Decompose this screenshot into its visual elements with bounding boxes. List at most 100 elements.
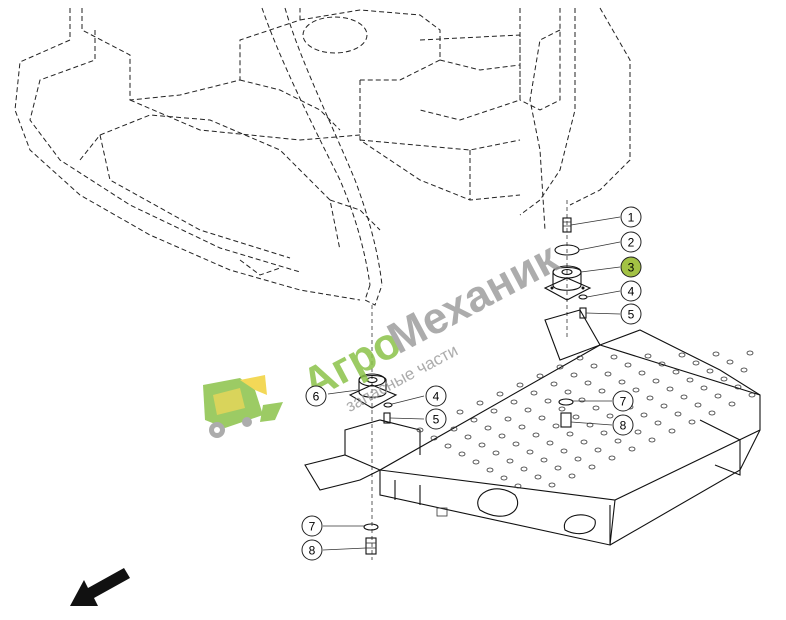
perforation-hole <box>678 352 686 358</box>
perforation-hole <box>544 398 552 404</box>
perforation-hole <box>564 389 572 395</box>
cab-pillar <box>261 7 383 306</box>
perforation-hole <box>560 448 568 454</box>
callout-label: 5 <box>628 308 635 322</box>
perforation-hole <box>588 464 596 470</box>
perforation-hole <box>504 416 512 422</box>
perforation-hole <box>514 483 522 489</box>
perforation-hole <box>634 429 642 435</box>
callout-2: 2 <box>620 231 642 253</box>
perforation-hole <box>604 371 612 377</box>
perforation-hole <box>546 440 554 446</box>
callout-4: 4 <box>620 280 642 302</box>
perforation-hole <box>516 382 524 388</box>
perforation-hole <box>548 482 556 488</box>
perforation-hole <box>472 459 480 465</box>
perforation-hole <box>578 397 586 403</box>
perforation-hole <box>590 363 598 369</box>
callout-label: 8 <box>620 419 627 433</box>
perforation-hole <box>534 474 542 480</box>
perforation-hole <box>486 467 494 473</box>
perforation-hole <box>450 426 458 432</box>
perforation-hole <box>506 458 514 464</box>
perforation-hole <box>416 427 424 433</box>
callout-circle <box>301 515 323 537</box>
perforation-hole <box>646 395 654 401</box>
perforation-hole <box>592 405 600 411</box>
perforation-hole <box>520 466 528 472</box>
perforation-hole <box>552 423 560 429</box>
perforation-hole <box>694 402 702 408</box>
perforation-hole <box>566 431 574 437</box>
perforation-hole <box>540 457 548 463</box>
perforation-hole <box>558 406 566 412</box>
perforation-hole <box>484 425 492 431</box>
callout-5: 5 <box>620 303 642 325</box>
perforation-hole <box>444 443 452 449</box>
perforation-hole <box>492 450 500 456</box>
perforation-hole <box>554 465 562 471</box>
perforation-hole <box>680 394 688 400</box>
callout-circle <box>301 539 323 561</box>
callout-7: 7 <box>612 390 634 412</box>
callout-1: 1 <box>620 206 642 228</box>
perforation-hole <box>692 360 700 366</box>
perforation-hole <box>458 451 466 457</box>
perforation-hole <box>518 424 526 430</box>
callout-label: 2 <box>628 236 635 250</box>
right-mount-assembly <box>543 200 621 340</box>
perforation-hole <box>708 410 716 416</box>
perforation-hole <box>654 420 662 426</box>
perforation-hole <box>606 413 614 419</box>
cab-outline <box>14 7 631 301</box>
perforation-hole <box>574 456 582 462</box>
perforation-hole <box>648 437 656 443</box>
perforation-hole <box>644 353 652 359</box>
perforation-hole <box>584 380 592 386</box>
perforation-hole <box>706 368 714 374</box>
perforation-hole <box>476 400 484 406</box>
perforation-hole <box>556 364 564 370</box>
perforation-hole <box>498 433 506 439</box>
watermark-brand-suffix: Механик <box>380 233 567 364</box>
perforation-hole <box>532 432 540 438</box>
callout-4: 4 <box>425 385 447 407</box>
perforation-hole <box>530 390 538 396</box>
perforation-hole <box>624 362 632 368</box>
callout-circle <box>620 256 642 278</box>
perforation-hole <box>652 378 660 384</box>
perforation-hole <box>666 386 674 392</box>
perforation-hole <box>632 387 640 393</box>
perforation-hole <box>600 430 608 436</box>
callout-6: 6 <box>305 385 327 407</box>
callout-circle <box>425 408 447 430</box>
perforation-hole <box>686 377 694 383</box>
perforation-hole <box>478 442 486 448</box>
perforation-hole <box>728 401 736 407</box>
perforation-hole <box>700 385 708 391</box>
callout-5: 5 <box>425 408 447 430</box>
perforation-hole <box>618 379 626 385</box>
perforation-hole <box>720 376 728 382</box>
callout-8: 8 <box>301 539 323 561</box>
perforation-hole <box>638 370 646 376</box>
perforation-hole <box>610 354 618 360</box>
perforation-hole <box>658 361 666 367</box>
perforation-hole <box>512 441 520 447</box>
perforation-hole <box>726 359 734 365</box>
callout-label: 7 <box>309 520 316 534</box>
arrow-down-left-icon <box>70 568 130 606</box>
callout-label: 7 <box>620 395 627 409</box>
platform-frame <box>304 309 761 546</box>
callout-circle <box>612 414 634 436</box>
perforation-hole <box>538 415 546 421</box>
perforation-hole <box>614 438 622 444</box>
perforation-hole <box>748 392 756 398</box>
perforation-hole <box>568 473 576 479</box>
perforation-hole <box>430 435 438 441</box>
callout-label: 4 <box>433 390 440 404</box>
perforation-hole <box>712 351 720 357</box>
callout-label: 5 <box>433 413 440 427</box>
perforation-hole <box>496 391 504 397</box>
